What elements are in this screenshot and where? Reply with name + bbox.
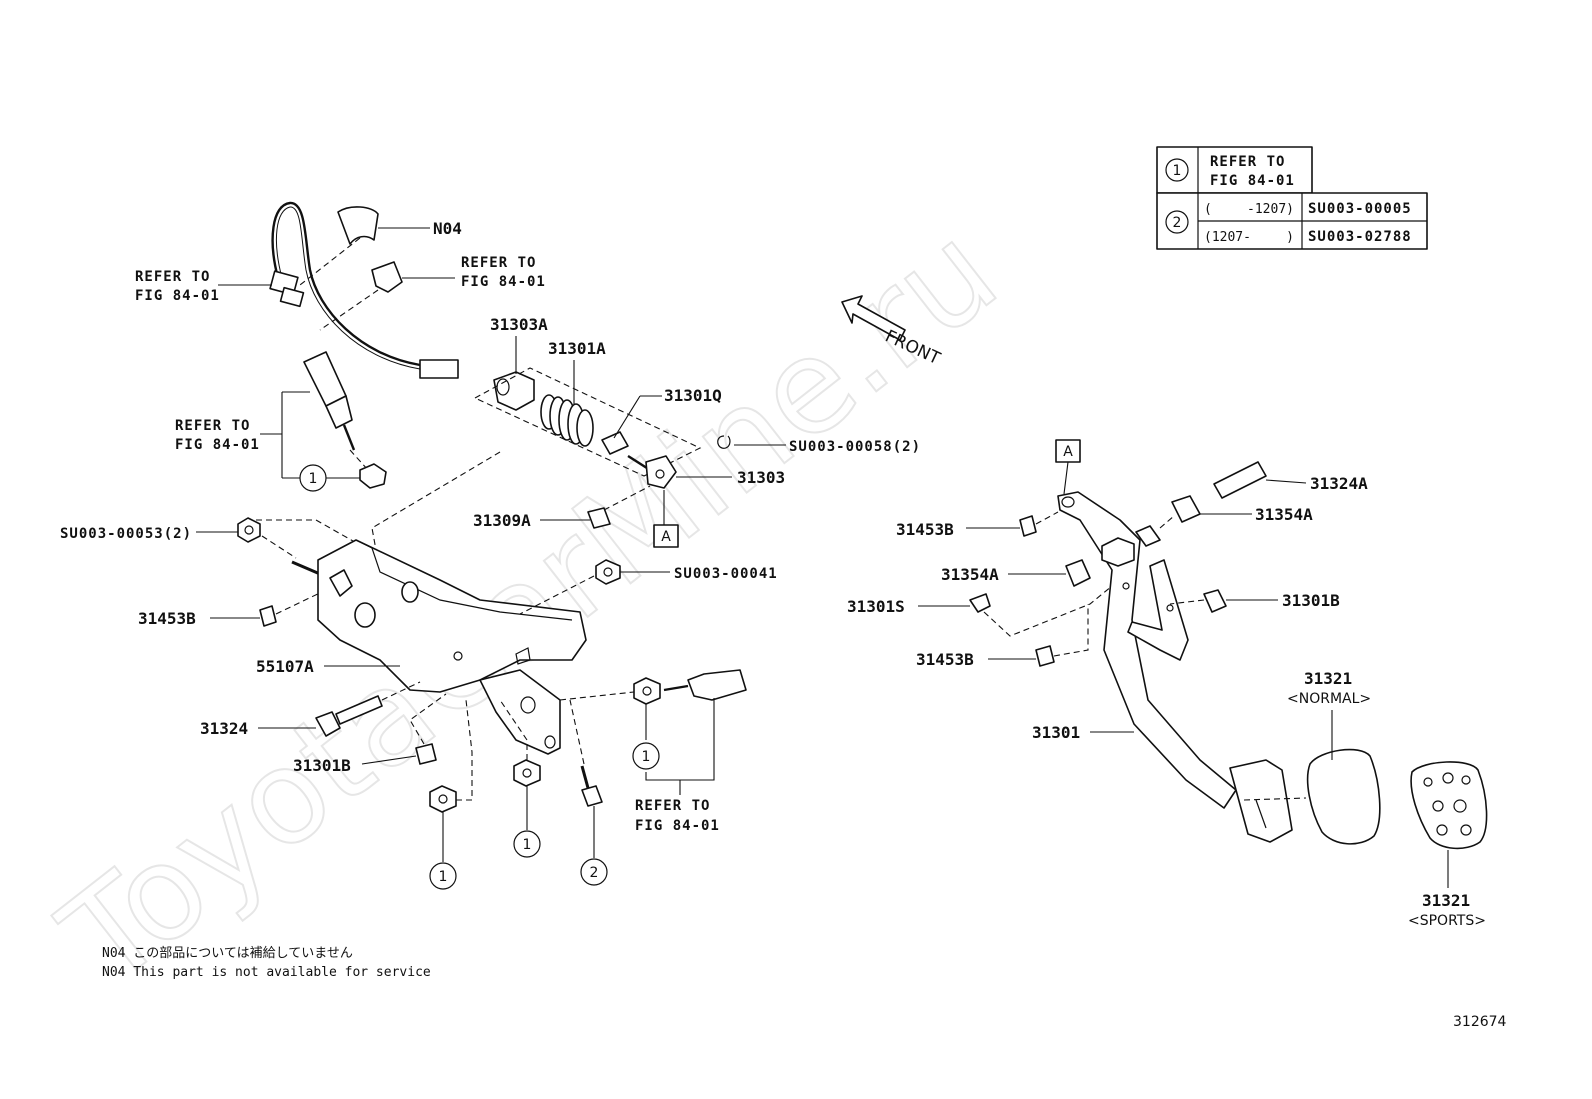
label-31324a: 31324A <box>1310 474 1368 493</box>
svg-text:-1207): -1207) <box>1247 202 1294 217</box>
svg-text:(1207-: (1207- <box>1204 230 1251 245</box>
bolt-bottom-right <box>581 785 603 807</box>
figure-number: 312674 <box>1453 1014 1507 1030</box>
label-31301b-left: 31301B <box>293 756 351 775</box>
part-31301b-right <box>1203 589 1227 613</box>
legend-part-b: SU003-02788 <box>1308 229 1412 245</box>
sensor-nut <box>633 677 661 705</box>
legend-table: 1 REFER TO FIG 84-01 2 ( -1207) SU003-00… <box>1156 146 1428 250</box>
label-31301s: 31301S <box>847 597 905 616</box>
svg-text:1: 1 <box>523 837 532 853</box>
part-31301a-spring <box>540 394 594 447</box>
svg-text:REFER TO: REFER TO <box>461 255 536 271</box>
label-n04: N04 <box>433 219 462 238</box>
label-sports: <SPORTS> <box>1408 913 1486 929</box>
callout-1-bottom-middle <box>513 830 541 858</box>
label-31321-normal: 31321 <box>1304 669 1352 688</box>
label-31453b-bottom: 31453B <box>916 650 974 669</box>
harness-connector <box>419 359 459 379</box>
pedal-bracket-55107a <box>317 539 587 755</box>
part-31354a-left <box>1065 559 1091 587</box>
brake-pedal-arm-31301 <box>1057 491 1293 843</box>
label-31354a-right: 31354A <box>1255 505 1313 524</box>
box-a-left <box>653 524 679 548</box>
svg-text:1: 1 <box>642 749 651 765</box>
svg-text:1: 1 <box>309 471 318 487</box>
svg-text:2: 2 <box>1173 215 1182 231</box>
legend-callout-2 <box>1165 210 1189 234</box>
label-31301b-right: 31301B <box>1282 591 1340 610</box>
label-31309a: 31309A <box>473 511 531 530</box>
svg-text:A: A <box>1063 444 1073 460</box>
svg-text:REFER TO: REFER TO <box>135 269 210 285</box>
pedal-pad-normal <box>1306 748 1381 845</box>
legend-row1-line1: REFER TO <box>1210 154 1285 170</box>
note-english: N04 This part is not available for servi… <box>102 965 431 980</box>
part-31354a-right <box>1171 495 1201 523</box>
label-31303a: 31303A <box>490 315 548 334</box>
part-31324a <box>1213 461 1267 499</box>
part-31354a-center <box>1101 537 1135 567</box>
switch-nut <box>359 463 387 489</box>
label-31354a-left: 31354A <box>941 565 999 584</box>
stop-lamp-switch <box>303 351 347 407</box>
legend-row1-line2: FIG 84-01 <box>1210 173 1295 189</box>
part-31453b-left <box>259 605 277 627</box>
part-31301b-left <box>415 743 437 765</box>
svg-text:FIG 84-01: FIG 84-01 <box>461 274 546 290</box>
svg-text:REFER TO: REFER TO <box>635 798 710 814</box>
part-su003-00053 <box>237 517 261 543</box>
label-31303: 31303 <box>737 468 785 487</box>
label-55107a: 55107A <box>256 657 314 676</box>
svg-text:FIG 84-01: FIG 84-01 <box>175 437 260 453</box>
callout-1-bottom-left <box>429 862 457 890</box>
callout-1-sensor <box>632 742 660 770</box>
note-japanese: N04 この部品については補給していません <box>102 946 353 961</box>
part-31301s <box>969 593 991 613</box>
legend-callout-1 <box>1165 158 1189 182</box>
part-31453b-top <box>1019 515 1037 537</box>
part-31309a <box>587 507 611 529</box>
svg-text:FIG 84-01: FIG 84-01 <box>635 818 720 834</box>
label-31301q: 31301Q <box>664 386 722 405</box>
label-31453b-top: 31453B <box>896 520 954 539</box>
label-normal: <NORMAL> <box>1287 691 1371 707</box>
label-31453b-left: 31453B <box>138 609 196 628</box>
label-31321-sports: 31321 <box>1422 891 1470 910</box>
callout-2-bottom <box>580 858 608 886</box>
part-31303a <box>493 371 535 411</box>
legend-part-a: SU003-00005 <box>1308 201 1412 217</box>
nut-bottom-left <box>429 785 457 813</box>
svg-text:FIG 84-01: FIG 84-01 <box>135 288 220 304</box>
nut-bottom-middle <box>513 759 541 787</box>
label-su003-00041: SU003-00041 <box>674 566 778 582</box>
part-31453b-bottom <box>1035 645 1055 667</box>
svg-text:2: 2 <box>590 865 599 881</box>
label-31324: 31324 <box>200 719 248 738</box>
label-su003-00058: SU003-00058(2) <box>789 439 921 455</box>
n04-part <box>337 206 379 245</box>
label-su003-00053: SU003-00053(2) <box>60 526 192 542</box>
sensor-switch <box>687 669 747 701</box>
svg-text:1: 1 <box>1173 163 1182 179</box>
label-31301a: 31301A <box>548 339 606 358</box>
part-31324 <box>315 711 341 737</box>
svg-text:A: A <box>661 529 671 545</box>
part-su003-00041 <box>595 559 621 585</box>
label-31301: 31301 <box>1032 723 1080 742</box>
part-31301q <box>601 431 629 455</box>
svg-text:REFER TO: REFER TO <box>175 418 250 434</box>
pedal-pad-sports <box>1410 761 1488 850</box>
svg-text:): ) <box>1286 230 1294 245</box>
svg-text:1: 1 <box>439 869 448 885</box>
part-31303 <box>645 455 677 489</box>
svg-text:(: ( <box>1204 202 1212 217</box>
